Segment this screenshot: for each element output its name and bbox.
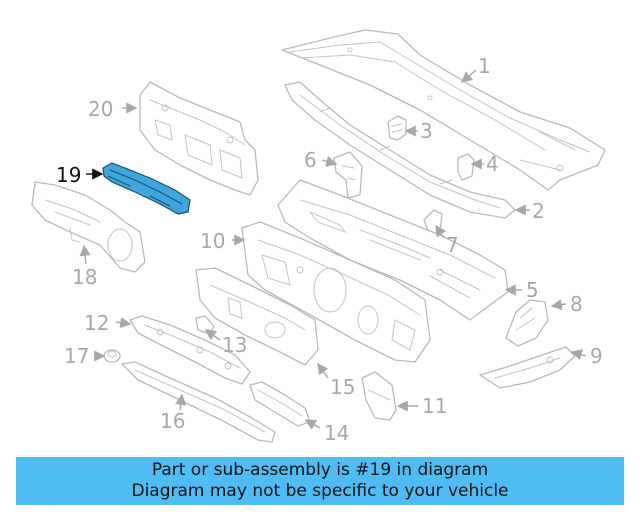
callout-12: 12 [84,311,109,335]
part-17-nut [103,349,121,363]
part-5-dash-upper-panel [277,179,509,321]
callout-1: 1 [478,54,491,78]
part-19-highlighted-reinforcement [102,162,191,215]
callout-20: 20 [88,97,113,121]
part-6-bracket [333,151,363,199]
callout-7: 7 [446,233,459,257]
callout-5: 5 [526,278,539,302]
leader-lines [79,69,587,430]
part-14-bracket [249,381,311,427]
part-1-cowl-top-panel [281,29,606,191]
callout-19: 19 [56,163,81,187]
part-15-dash-insulator [195,267,319,366]
part-8-corner-bracket [505,299,549,347]
info-banner: Part or sub-assembly is #19 in diagram D… [16,457,624,505]
part-4-bracket [457,153,475,181]
parts-diagram: 1 2 3 4 5 6 7 8 9 10 11 12 13 14 15 16 1… [31,29,606,445]
callout-14: 14 [324,421,349,445]
part-18-insulator [31,181,146,273]
callout-13: 13 [222,333,247,357]
callout-labels: 1 2 3 4 5 6 7 8 9 10 11 12 13 14 15 16 1… [56,54,603,445]
callout-18: 18 [72,265,97,289]
callout-11: 11 [422,394,447,418]
part-10-dash-panel [241,221,431,363]
part-11-side-bracket [361,371,397,421]
banner-line-disclaimer: Diagram may not be specific to your vehi… [131,481,509,501]
callout-9: 9 [590,344,603,368]
part-12-cross-member [129,315,251,385]
callout-8: 8 [570,292,583,316]
part-13-bracket [195,315,215,335]
part-9-sill-extension [479,346,576,389]
callout-16: 16 [160,409,185,433]
part-16-lower-rail [121,361,276,443]
callout-10: 10 [200,229,225,253]
banner-line-part: Part or sub-assembly is #19 in diagram [151,460,489,480]
part-3-bracket [387,115,407,141]
callout-17: 17 [64,344,89,368]
part-20-dash-panel-assembly [139,81,259,196]
callout-2: 2 [532,199,545,223]
callout-15: 15 [330,375,355,399]
callout-4: 4 [486,152,499,176]
callout-6: 6 [304,148,317,172]
callout-3: 3 [420,119,433,143]
